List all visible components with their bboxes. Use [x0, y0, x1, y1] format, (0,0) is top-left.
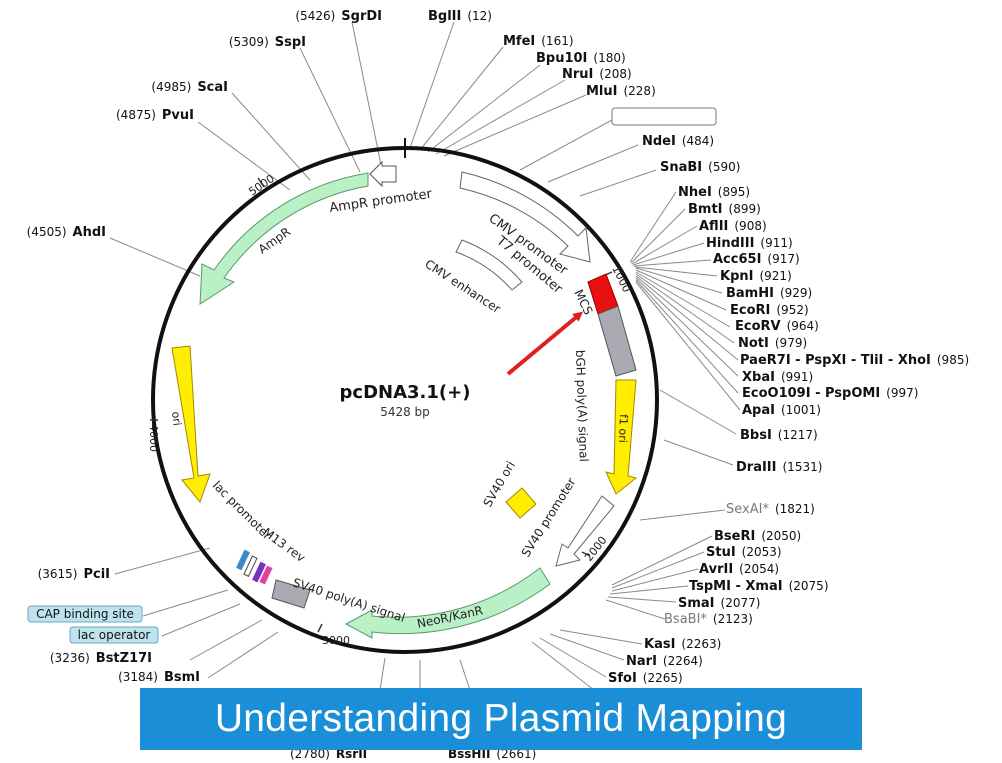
site-ecorv: EcoRV(964)	[735, 319, 819, 334]
site-nari: NarI(2264)	[626, 654, 703, 669]
site-bmti: BmtI(899)	[688, 202, 761, 217]
ori-label: ori	[169, 411, 184, 427]
site-hindiii: HindIII(911)	[706, 236, 793, 251]
lac-promoter-label: lac promoter	[210, 478, 274, 542]
site-apai: ApaI(1001)	[742, 403, 821, 418]
site-bsmi: (3184)BsmI	[118, 670, 200, 685]
plasmid-size: 5428 bp	[380, 405, 430, 419]
site-pvui: (4875)PvuI	[116, 108, 194, 123]
f1-ori-label: f1 ori	[616, 414, 630, 443]
site-snabi: SnaBI(590)	[660, 160, 740, 175]
cap-binding-site-box	[27, 605, 143, 623]
site-ndei: NdeI(484)	[642, 134, 714, 149]
cmv-enhancer-inner-arrow	[455, 239, 523, 291]
lac-operator-label: lac operator	[78, 628, 151, 642]
m13-rev-block	[252, 561, 266, 583]
site-stui: StuI(2053)	[706, 545, 782, 560]
site-bglii: BglII(12)	[428, 9, 492, 24]
site-bpu10i: Bpu10I(180)	[536, 51, 626, 66]
sv40-ori-block	[505, 487, 537, 519]
site-nhei: NheI(895)	[678, 185, 750, 200]
cap-site-block	[236, 549, 250, 571]
site-scai: (4985)ScaI	[151, 80, 228, 95]
tick-label-3000: 3000	[322, 634, 350, 647]
site-pcii: (3615)PciI	[38, 567, 110, 582]
site-sexai: SexAI*(1821)	[726, 502, 815, 517]
site-bbsi: BbsI(1217)	[740, 428, 818, 443]
site-bseri: BseRI(2050)	[714, 529, 801, 544]
site-kpni: KpnI(921)	[720, 269, 792, 284]
site-aflii: AflII(908)	[699, 219, 767, 234]
site-bstz17i: (3236)BstZ17I	[50, 651, 152, 666]
site-tspmi-xmai: TspMI - XmaI(2075)	[689, 579, 829, 594]
site-noti: NotI(979)	[738, 336, 807, 351]
ori-arrow	[171, 345, 211, 504]
site-kasi: KasI(2263)	[644, 637, 721, 652]
bgh-label: bGH poly(A) signal	[573, 350, 591, 462]
right-enzyme-list: BglII(12) MfeI(161) Bpu10I(180)NruI(208) Ml…	[428, 9, 969, 686]
site-ecori: EcoRI(952)	[730, 303, 809, 318]
sv40-polya-block	[271, 579, 311, 609]
tick-2000	[581, 551, 591, 557]
site-bsshii: BssHII(2661)	[448, 747, 536, 761]
site-sgrdi: (5426)SgrDI	[295, 9, 382, 24]
tick-5000	[257, 177, 265, 188]
bgh-block	[597, 305, 637, 377]
sv40-promoter-arrow	[555, 495, 615, 567]
lac-operator-box	[69, 626, 159, 644]
site-sspi: (5309)SspI	[229, 35, 306, 50]
site-mfei: MfeI(161)	[503, 34, 574, 49]
site-smai: SmaI(2077)	[678, 596, 760, 611]
site-bamhi: BamHI(929)	[726, 286, 812, 301]
site-mlui: MluI(228)	[586, 84, 656, 99]
site-paer7i-pspxi-tlii-xhoi: PaeR7I - PspXI - TliI - XhoI(985)	[740, 353, 969, 368]
site-acc65i: Acc65I(917)	[713, 252, 800, 267]
site-bsabi: BsaBI*(2123)	[664, 612, 753, 627]
site-ecoo109i-pspomi: EcoO109I - PspOMI(997)	[742, 386, 918, 401]
neor-arrow	[344, 567, 551, 639]
site-xbai: XbaI(991)	[742, 370, 813, 385]
cmv-promoter-arrow	[459, 171, 591, 263]
ampr-arrow	[199, 172, 369, 305]
lac-promoter-block	[259, 565, 273, 585]
site-draiii: DraIII(1531)	[736, 460, 822, 475]
site-avrii: AvrII(2054)	[699, 562, 779, 577]
ampr-promoter-arrow	[369, 160, 397, 188]
mcs-pointer-arrow	[506, 311, 584, 376]
cap-binding-site-label: CAP binding site	[36, 607, 134, 621]
site-nrui: NruI(208)	[562, 67, 632, 82]
title-banner: Understanding Plasmid Mapping	[140, 688, 862, 750]
cmv-enhancer-outer-box	[611, 107, 717, 126]
site-rsrii: (2780)RsrII	[290, 747, 367, 761]
plasmid-name: pcDNA3.1(+)	[340, 382, 471, 403]
site-ahdi: (4505)AhdI	[27, 225, 106, 240]
site-sfoi: SfoI(2265)	[608, 671, 683, 686]
tick-3000	[317, 623, 323, 633]
leader-lines	[109, 21, 741, 691]
f1-ori-arrow	[605, 379, 638, 495]
tick-label-1000: 1000	[609, 264, 633, 295]
sv40-polya-label: SV40 poly(A) signal	[291, 576, 407, 626]
lac-operator-block	[243, 555, 258, 577]
banner-title: Understanding Plasmid Mapping	[214, 697, 788, 740]
tick-label-4000: 4000	[147, 424, 160, 452]
